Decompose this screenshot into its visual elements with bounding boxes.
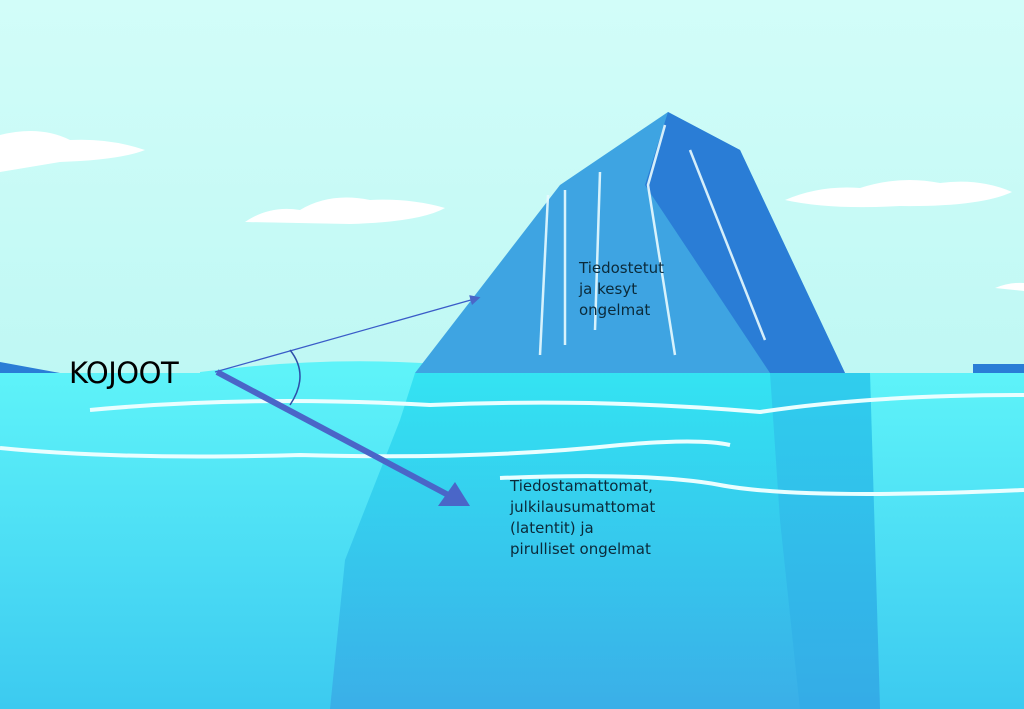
iceberg-underwater-shade xyxy=(770,373,880,709)
label-line: Tiedostamattomat, xyxy=(510,477,653,495)
thin-arrow xyxy=(214,295,481,373)
iceberg-top xyxy=(415,112,845,373)
label-line: pirulliset ongelmat xyxy=(510,540,651,558)
horizon-water xyxy=(200,361,450,373)
horizon-ice-right xyxy=(973,364,1024,373)
clouds xyxy=(0,131,1024,291)
angle-arc xyxy=(289,349,301,406)
label-line: ongelmat xyxy=(579,301,651,319)
actor-label: KOJOOT xyxy=(69,356,179,390)
label-line: ja kesyt xyxy=(579,280,638,298)
below-water-label: Tiedostamattomat, julkilausumattomat (la… xyxy=(510,476,655,560)
label-line: (latentit) ja xyxy=(510,519,594,537)
thick-arrow-head xyxy=(438,482,470,506)
label-line: Tiedostetut xyxy=(579,259,664,277)
horizon-ice-left xyxy=(0,362,60,373)
label-line: julkilausumattomat xyxy=(510,498,656,516)
thick-arrow xyxy=(215,369,454,500)
above-water-label: Tiedostetut ja kesyt ongelmat xyxy=(579,258,664,321)
waves xyxy=(0,393,1024,496)
